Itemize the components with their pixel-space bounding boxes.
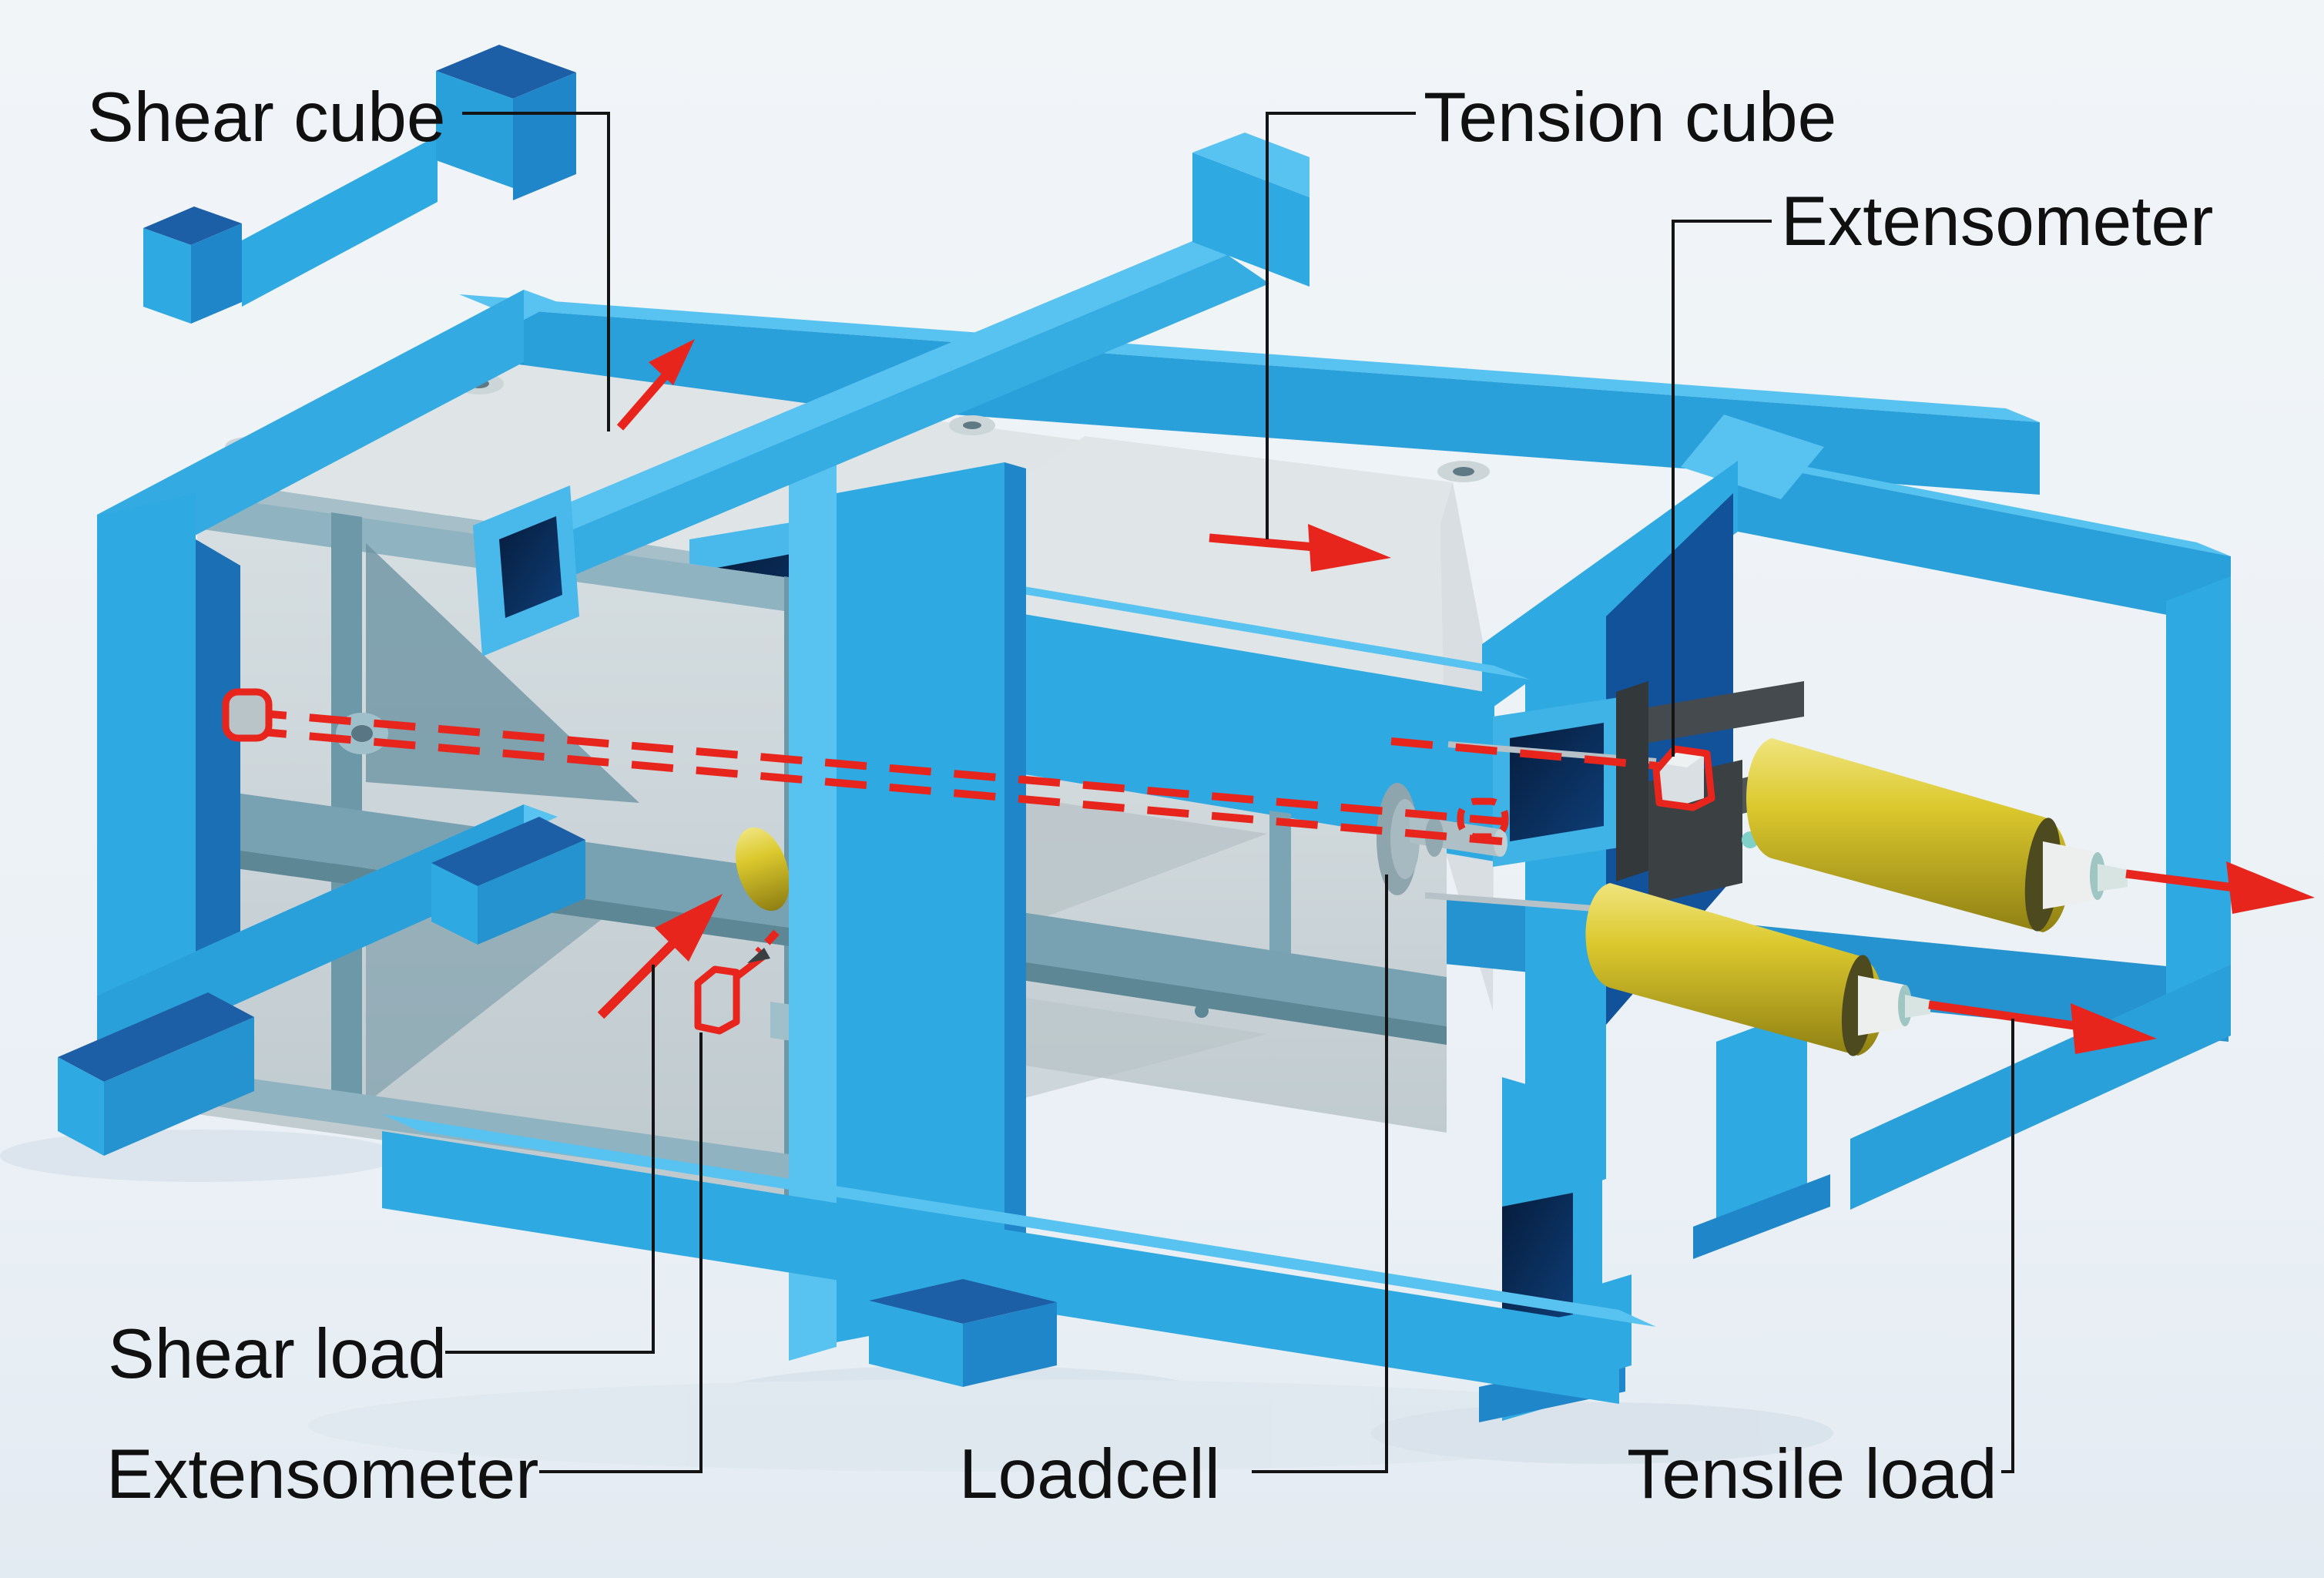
tensile-load-leader (2001, 1019, 2014, 1473)
left-portal-frame (58, 290, 585, 1156)
label-shear-cube: Shear cube (87, 79, 445, 156)
column-cross-beam (473, 133, 1310, 656)
shear-extensometer-cube-outline (694, 965, 740, 1035)
shear-pin-actuator (735, 827, 790, 912)
leader-lines (445, 112, 2014, 1473)
tension-cube-front (1001, 771, 1447, 1133)
frame-top-left-cluster (143, 45, 576, 324)
loadcell-leader (1252, 875, 1388, 1473)
tensile-load-arrow-lower (1928, 1000, 2157, 1054)
shear-load-leader (445, 965, 655, 1354)
loadcell-rod-end-outline (1457, 797, 1509, 841)
tension-cube-direction-arrow (1209, 524, 1391, 572)
actuator-plug-lower (1858, 975, 1904, 1036)
label-tension-cube: Tension cube (1424, 79, 1836, 156)
label-tensile-load: Tensile load (1627, 1435, 1997, 1513)
tension-cube-leader (1266, 112, 1416, 539)
extensometer-axis-dashed-line (1390, 737, 1658, 770)
tensile-actuator-lower (1585, 883, 1930, 1056)
tensile-actuator-upper (1746, 738, 2128, 932)
tension-axis-dashed-line-1 (244, 708, 1503, 825)
shear-cube-direction-arrow (616, 339, 695, 431)
label-extensometer-top: Extensometer (1781, 183, 2213, 260)
extensometer-top-leader (1672, 220, 1772, 757)
extensometer-bottom-leader (539, 1032, 703, 1473)
shear-cube-leader (462, 112, 610, 431)
label-shear-load: Shear load (108, 1315, 447, 1393)
shear-load-arrow (597, 894, 723, 1019)
shear-pin-dashed-arrow (755, 929, 780, 955)
left-portal-foot-front (58, 992, 254, 1082)
left-pin-end (228, 694, 267, 736)
center-column (789, 462, 1026, 1361)
actuator-plug-upper (2043, 841, 2097, 909)
shear-pin-end-outline (222, 688, 273, 742)
tensile-load-arrow-upper (2125, 861, 2315, 914)
right-portal-foot-front (1716, 1008, 1807, 1236)
callout-labels: Shear cube Tension cube Extensometer She… (87, 79, 2213, 1513)
label-extensometer-bottom: Extensometer (106, 1435, 538, 1513)
center-column-foot (869, 1279, 1057, 1387)
left-portal-foot-back (431, 817, 585, 886)
label-loadcell: Loadcell (959, 1435, 1220, 1513)
red-annotations (222, 339, 2315, 1054)
tension-axis-dashed-line-2 (244, 727, 1503, 845)
